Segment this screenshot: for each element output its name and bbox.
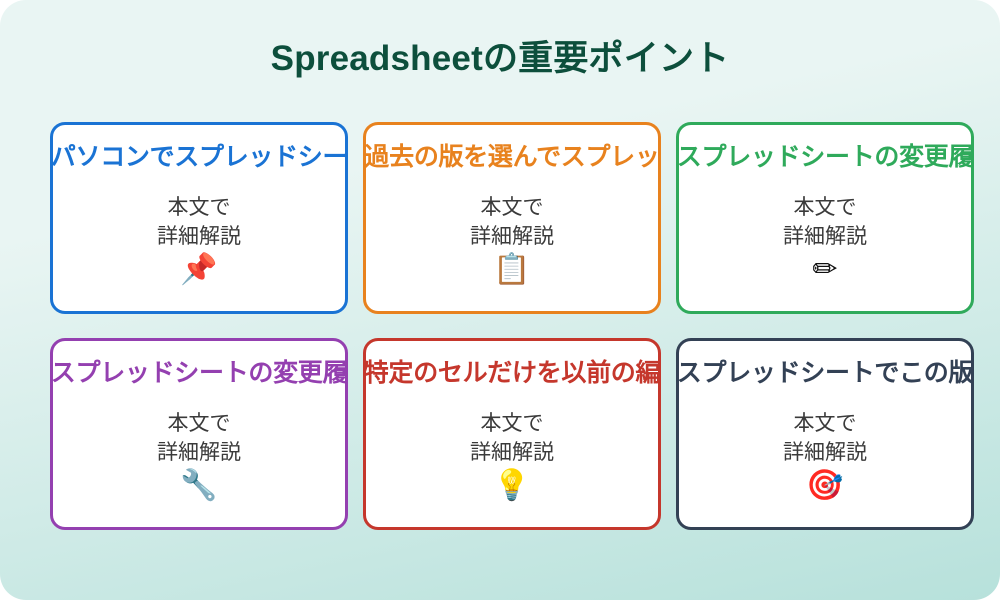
card-6[interactable]: スプレッドシートでこの版 本文で 詳細解説 🎯 — [676, 338, 974, 530]
card-2[interactable]: 過去の版を選んでスプレッ 本文で 詳細解説 📋 — [363, 122, 661, 314]
card-3-title: スプレッドシートの変更履 — [676, 143, 974, 171]
card-3[interactable]: スプレッドシートの変更履 本文で 詳細解説 ✏ — [676, 122, 974, 314]
card-5-title: 特定のセルだけを以前の編 — [363, 359, 661, 387]
pencil-icon: ✏ — [812, 252, 838, 287]
wrench-icon: 🔧 — [180, 468, 218, 503]
lightbulb-icon: 💡 — [493, 468, 531, 503]
page-title: Spreadsheetの重要ポイント — [270, 39, 730, 78]
card-2-body: 本文で 詳細解説 — [470, 195, 554, 248]
target-icon: 🎯 — [806, 468, 844, 503]
pushpin-icon: 📌 — [180, 252, 218, 287]
card-4-body: 本文で 詳細解説 — [157, 411, 241, 464]
clipboard-icon: 📋 — [493, 252, 531, 287]
card-3-body: 本文で 詳細解説 — [783, 195, 867, 248]
card-5-body: 本文で 詳細解説 — [470, 411, 554, 464]
card-1-body: 本文で 詳細解説 — [157, 195, 241, 248]
card-6-body: 本文で 詳細解説 — [783, 411, 867, 464]
card-1-title: パソコンでスプレッドシー — [50, 143, 348, 171]
card-2-title: 過去の版を選んでスプレッ — [364, 143, 660, 171]
card-1[interactable]: パソコンでスプレッドシー 本文で 詳細解説 📌 — [50, 122, 348, 314]
card-6-title: スプレッドシートでこの版 — [676, 359, 974, 387]
card-grid: パソコンでスプレッドシー 本文で 詳細解説 📌 過去の版を選んでスプレッ 本文で… — [50, 122, 974, 530]
card-4-title: スプレッドシートの変更履 — [50, 359, 348, 387]
card-4[interactable]: スプレッドシートの変更履 本文で 詳細解説 🔧 — [50, 338, 348, 530]
card-5[interactable]: 特定のセルだけを以前の編 本文で 詳細解説 💡 — [363, 338, 661, 530]
